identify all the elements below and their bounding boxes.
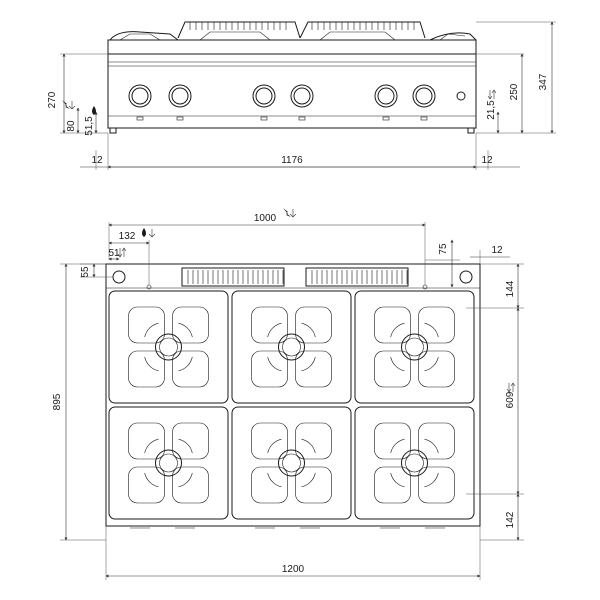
dim-1176: 1176	[281, 155, 303, 166]
water-connection-icon	[142, 228, 156, 238]
dim-top-right-12: 12	[491, 245, 503, 256]
water-connection-icon	[92, 106, 96, 115]
back-vent-right	[305, 267, 409, 287]
dim-55: 55	[80, 266, 91, 278]
burner	[231, 290, 352, 404]
dim-895: 895	[52, 393, 63, 410]
burner	[108, 290, 229, 404]
control-knob	[168, 84, 192, 121]
front-view: 270 80 51,5 347 250 21,5	[47, 21, 556, 170]
top-outline	[105, 263, 481, 527]
knob-row	[128, 84, 436, 121]
burner	[108, 406, 229, 520]
back-vent-left	[181, 267, 285, 287]
gas-connection-icon	[506, 382, 516, 393]
dim-51: 51	[108, 248, 120, 259]
burner	[354, 290, 475, 404]
top-view: 1000 132 51 55 75 12	[52, 208, 524, 580]
burner-grid	[108, 290, 475, 520]
control-knob	[412, 84, 436, 121]
control-knob	[128, 84, 152, 121]
corner-fitting-right	[459, 270, 473, 284]
dim-132: 132	[119, 231, 136, 242]
dim-51-5: 51,5	[84, 116, 95, 136]
dim-80: 80	[66, 120, 77, 132]
pilot-light	[456, 91, 466, 101]
gas-connection-icon	[117, 247, 127, 258]
burner	[354, 406, 475, 520]
dim-144: 144	[505, 280, 516, 297]
dim-609: 609	[505, 391, 516, 408]
control-knob	[374, 84, 398, 121]
front-grates	[107, 21, 477, 55]
foot-left	[109, 127, 117, 134]
dim-1200: 1200	[282, 564, 305, 575]
control-knob	[290, 84, 314, 121]
control-knob	[252, 84, 276, 121]
dim-21-5: 21,5	[486, 100, 497, 120]
dim-250: 250	[509, 83, 520, 100]
dim-75: 75	[438, 243, 449, 255]
electric-connection-icon	[283, 208, 297, 218]
dim-270: 270	[47, 91, 58, 108]
dim-1000: 1000	[254, 213, 277, 224]
foot-right	[467, 127, 475, 134]
dim-front-left-12: 12	[91, 155, 103, 166]
burner	[231, 406, 352, 520]
dim-front-right-12: 12	[481, 155, 493, 166]
gas-connection-icon	[487, 89, 497, 100]
dim-347: 347	[538, 73, 549, 90]
dim-142: 142	[505, 511, 516, 528]
electric-connection-icon	[62, 100, 76, 110]
